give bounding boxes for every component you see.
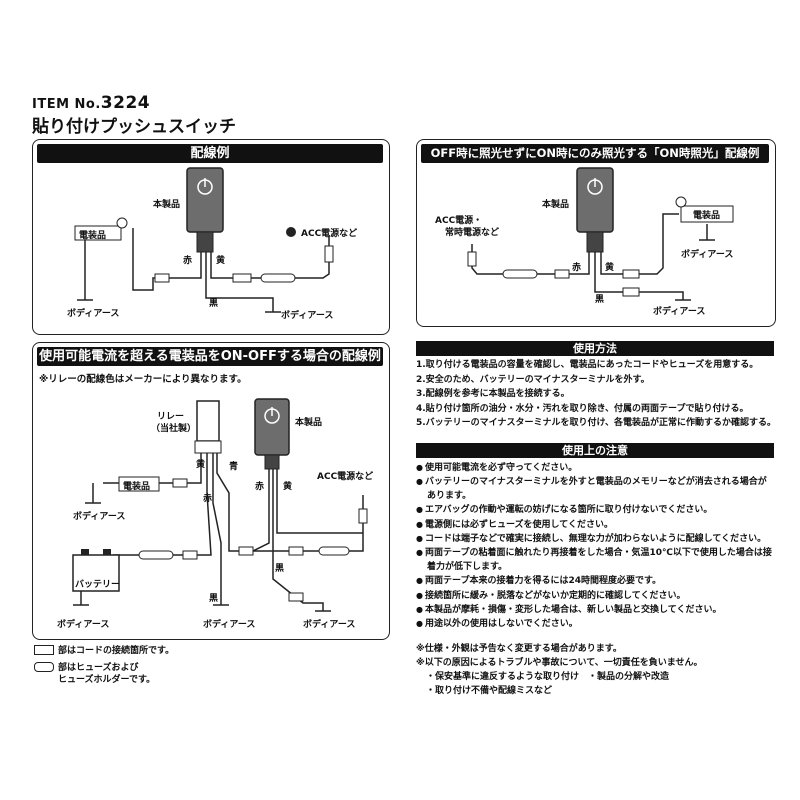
item-label: ITEM No.: [32, 97, 101, 112]
label-acc: ACC電源など: [301, 229, 358, 239]
usage-step: 2.安全のため、バッテリーのマイナスターミナルを外す。: [416, 374, 650, 385]
label-black: 黒: [275, 564, 285, 574]
label-appliance: 電装品: [79, 231, 107, 241]
relay-diagram: [72, 398, 368, 612]
usage-step: 3.配線例を参考に本製品を接続する。: [416, 389, 570, 400]
legend-fuse-text: ヒューズホルダーです。: [58, 675, 156, 685]
caution-item: コードは端子などで確実に接続し、無理な力が加わらないように配線してください。: [416, 532, 774, 546]
label-acc: 常時電源など: [445, 228, 500, 238]
label-red: 赤: [203, 494, 213, 504]
wiring-diagram: [74, 167, 334, 313]
label-black: 黒: [209, 299, 219, 309]
label-body-earth: ボディアース: [57, 620, 110, 630]
footnote: ・保安基準に違反するような取り付け ・製品の分解や改造: [426, 672, 670, 682]
label-black: 黒: [595, 295, 605, 305]
footnote: ※仕様・外観は予告なく変更する場合があります。: [416, 644, 622, 654]
fuse-swatch: [34, 662, 54, 672]
label-red: 赤: [183, 256, 193, 266]
label-product: 本製品: [295, 418, 323, 428]
panel-title: OFF時に照光せずにON時にのみ照光する「ON時照光」配線例: [421, 144, 769, 163]
label-product: 本製品: [542, 200, 570, 210]
legend-fuse-text: 部はヒューズおよび: [58, 663, 139, 673]
product-name: 貼り付けプッシュスイッチ: [32, 117, 236, 137]
label-acc: ACC電源・: [435, 216, 483, 226]
relay-wiring-panel: 使用可能電流を超える電装品をON-OFFする場合の配線例 ※リレーの配線色はメー…: [32, 342, 390, 640]
panel-title: 使用可能電流を超える電装品をON-OFFする場合の配線例: [37, 347, 383, 366]
label-relay: リレー: [157, 412, 185, 422]
cautions-title: 使用上の注意: [416, 443, 774, 458]
caution-item: エアバッグの作動や運転の妨げになる箇所に取り付けないでください。: [416, 503, 774, 517]
label-body-earth: ボディアース: [653, 307, 706, 317]
label-body-earth: ボディアース: [281, 311, 334, 321]
label-black: 黒: [209, 594, 219, 604]
label-body-earth: ボディアース: [303, 620, 356, 630]
item-number-value: 3224: [100, 93, 151, 113]
label-body-earth: ボディアース: [73, 512, 126, 522]
footnote: ※以下の原因によるトラブルや事故について、一切責任を負いません。: [416, 658, 703, 668]
caution-item: 両面テープの粘着面に触れたり再接着をした場合・気温10℃以下で使用した場合は接着…: [416, 546, 774, 574]
usage-step: 5.バッテリーのマイナスターミナルを取り付け、各電装品が正常に作動するか確認する…: [416, 418, 777, 429]
usage-step: 1.取り付ける電装品の容量を確認し、電装品にあったコードやヒューズを用意する。: [416, 360, 759, 370]
label-appliance: 電装品: [123, 482, 151, 492]
label-yellow: 黄: [196, 460, 206, 470]
usage-step: 4.貼り付け箇所の油分・水分・汚れを取り除き、付属の両面テープで貼り付ける。: [416, 403, 749, 414]
label-acc: ACC電源など: [317, 472, 374, 482]
switch-body: [186, 167, 224, 233]
on-lit-diagram: [467, 167, 734, 301]
usage-steps: 1.取り付ける電装品の容量を確認し、電装品にあったコードやヒューズを用意する。 …: [416, 358, 777, 431]
label-red: 赤: [572, 263, 582, 273]
label-body-earth: ボディアース: [67, 309, 120, 319]
footnote: ・取り付け不備や配線ミスなど: [426, 686, 553, 696]
legend-connector-text: 部はコードの接続箇所です。: [58, 646, 175, 656]
usage-title: 使用方法: [416, 341, 774, 356]
caution-item: 両面テープ本来の接着力を得るには24時間程度必要です。: [416, 574, 774, 588]
label-red: 赤: [255, 482, 265, 492]
panel-title: 配線例: [37, 144, 383, 163]
connector-swatch: [34, 645, 54, 655]
caution-item: 用途以外の使用はしないでください。: [416, 617, 774, 631]
caution-list: 使用可能電流を必ず守ってください。 バッテリーのマイナスターミナルを外すと電装品…: [416, 461, 774, 632]
caution-item: 接続箇所に緩み・脱落などがないか定期的に確認してください。: [416, 589, 774, 603]
caution-item: バッテリーのマイナスターミナルを外すと電装品のメモリーなどが消去される場合があり…: [416, 475, 774, 503]
caution-item: 電源側には必ずヒューズを使用してください。: [416, 518, 774, 532]
label-battery: バッテリー: [75, 580, 121, 590]
wiring-example-panel: 配線例 本製品 電装品 ACC電源など 赤 黄 黒 ボディアース ボディアース: [32, 139, 390, 335]
on-lit-wiring-panel: OFF時に照光せずにON時にのみ照光する「ON時照光」配線例 本製品 ACC電源…: [416, 139, 776, 327]
label-product: 本製品: [153, 200, 181, 210]
item-number: ITEM No.3224: [32, 93, 150, 113]
label-body-earth: ボディアース: [203, 620, 256, 630]
label-relay: （当社製）: [151, 424, 197, 434]
label-yellow: 黄: [216, 256, 226, 266]
label-appliance: 電装品: [693, 211, 721, 221]
label-yellow: 黄: [605, 263, 615, 273]
caution-item: 使用可能電流を必ず守ってください。: [416, 461, 774, 475]
caution-item: 本製品が摩耗・損傷・変形した場合は、新しい製品と交換してください。: [416, 603, 774, 617]
label-body-earth: ボディアース: [681, 250, 734, 260]
label-yellow: 黄: [283, 482, 293, 492]
relay-note: ※リレーの配線色はメーカーにより異なります。: [39, 374, 247, 385]
label-blue: 青: [229, 462, 239, 472]
